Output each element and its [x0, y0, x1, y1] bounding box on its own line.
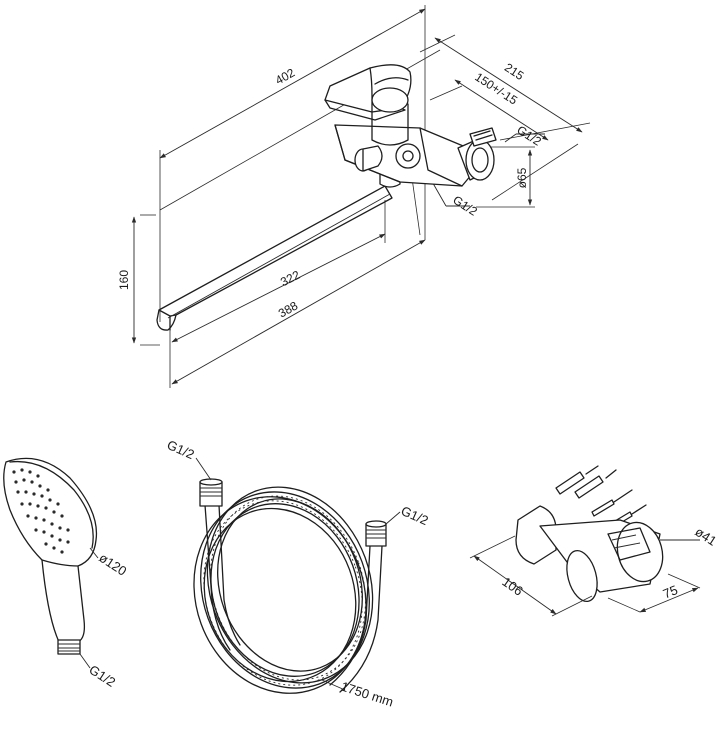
hose-right-thread-label: G1/2	[399, 503, 431, 528]
shower-diameter-label: ø120	[96, 550, 129, 579]
dim-388-label: 388	[276, 298, 301, 320]
holder-diameter-label: ø41	[692, 524, 719, 549]
holder-106-label: 106	[499, 574, 525, 599]
mounting-screws	[555, 465, 647, 529]
faucet-lever	[324, 64, 412, 146]
hose-top-thread-label: G1/2	[165, 437, 197, 462]
dim-402-label: 402	[273, 65, 298, 87]
faucet-spout	[156, 185, 393, 331]
hose-coils	[193, 486, 374, 694]
hose-length-label: 1750 mm	[339, 679, 395, 710]
flange-diameter-label: ø65	[515, 167, 529, 188]
holder-75-label: 75	[661, 582, 680, 601]
outlet-thread-label: G1/2	[450, 193, 480, 219]
dim-322-label: 322	[278, 268, 302, 290]
shower-nozzles	[12, 468, 70, 554]
faucet-connector	[457, 127, 497, 181]
dim-215-label: 215	[502, 60, 527, 83]
faucet-body	[334, 124, 473, 187]
shower-head-drawing: ø120 G1/2	[3, 457, 129, 690]
hose-right-connector	[365, 520, 387, 547]
faucet-drawing: 402 215 150+/-15 160 322 388 G1/2 G1/2 ø…	[117, 5, 591, 388]
dim-160-label: 160	[117, 270, 131, 290]
hose-drawing: G1/2 G1/2 1750 mm	[165, 437, 431, 710]
faucet-dimension-lines	[131, 8, 583, 385]
hose-top-connector	[199, 478, 223, 507]
shower-thread-label: G1/2	[86, 662, 118, 690]
holder-drawing: 106 75 ø41	[469, 465, 719, 617]
connector-thread-label: G1/2	[514, 123, 544, 149]
